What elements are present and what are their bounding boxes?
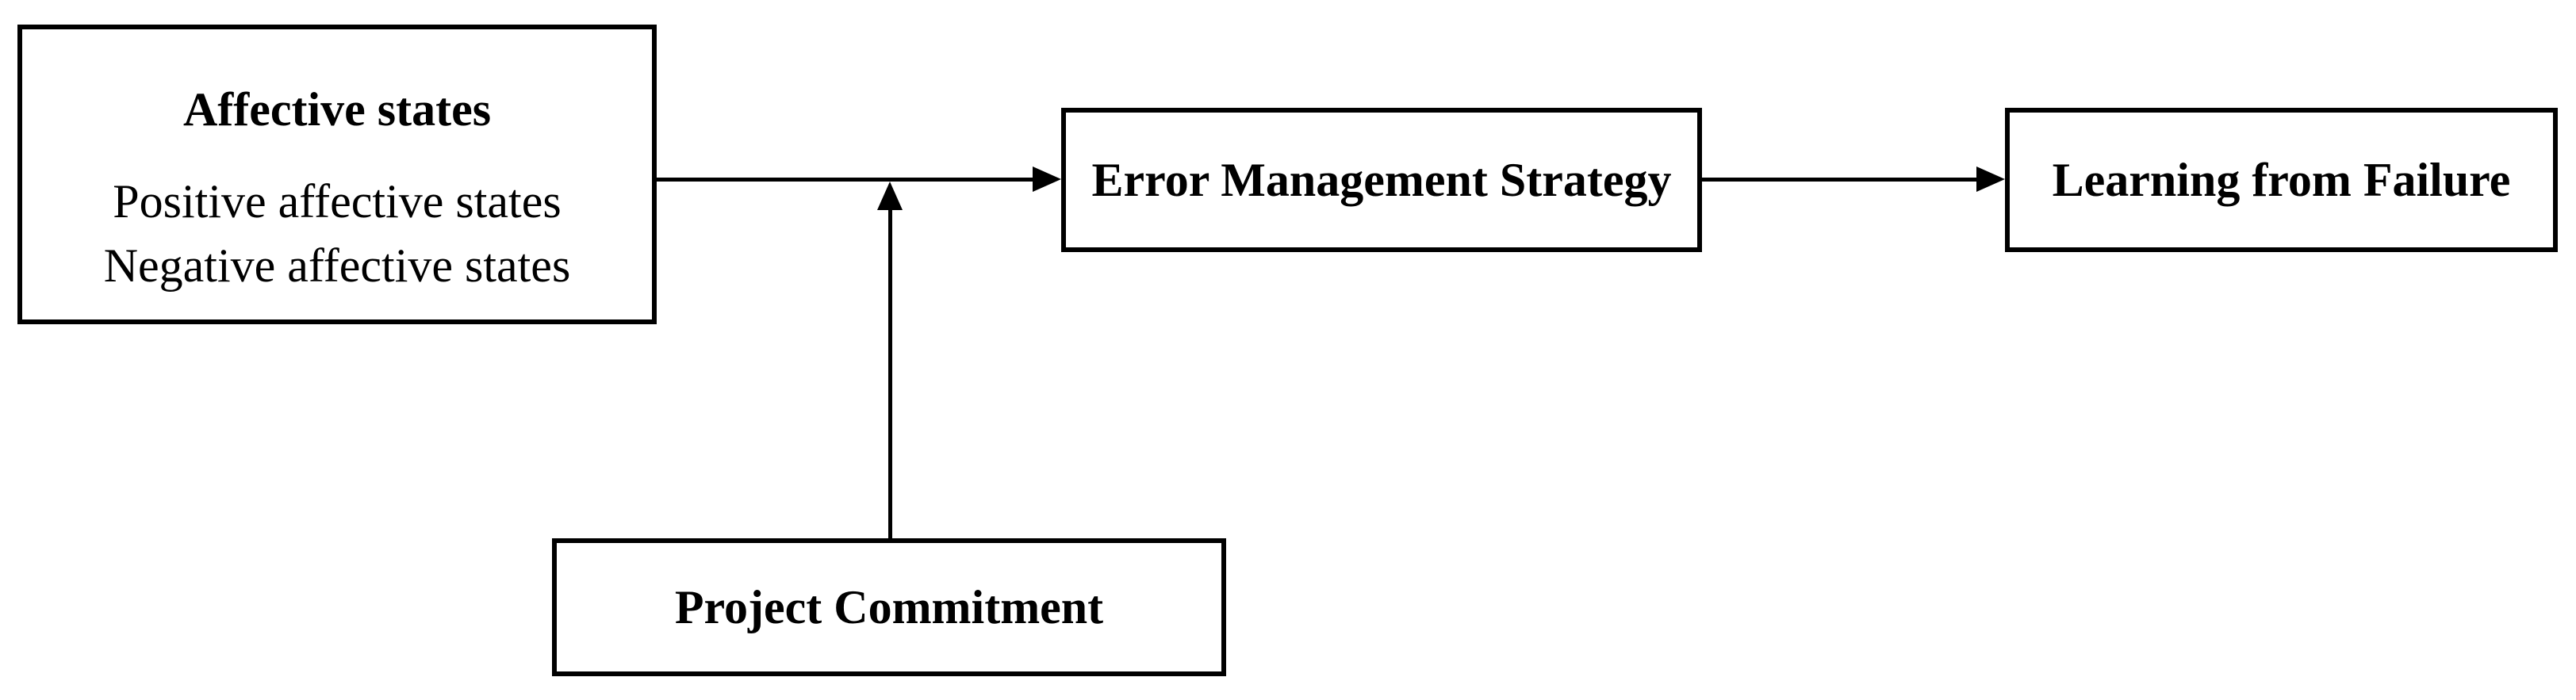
- edge-affective-to-ems-line: [657, 178, 1033, 182]
- affective-states-title: Affective states: [182, 83, 492, 136]
- learning-from-failure-label: Learning from Failure: [2052, 154, 2511, 206]
- edge-affective-to-ems-arrowhead-icon: [1033, 166, 1061, 192]
- affective-states-item-negative: Negative affective states: [103, 239, 571, 292]
- edge-pc-moderation-line: [888, 208, 892, 538]
- project-commitment-label: Project Commitment: [674, 581, 1104, 633]
- edge-pc-moderation-arrowhead-icon: [877, 182, 903, 210]
- edge-ems-to-lff-arrowhead-icon: [1976, 166, 2005, 192]
- node-error-management-strategy: Error Management Strategy: [1061, 108, 1702, 252]
- error-management-strategy-label: Error Management Strategy: [1091, 154, 1672, 206]
- affective-states-item-positive: Positive affective states: [113, 175, 562, 228]
- node-learning-from-failure: Learning from Failure: [2005, 108, 2558, 252]
- edge-ems-to-lff-line: [1702, 178, 1976, 182]
- node-project-commitment: Project Commitment: [552, 538, 1226, 676]
- node-affective-states: Affective states Positive affective stat…: [17, 25, 657, 324]
